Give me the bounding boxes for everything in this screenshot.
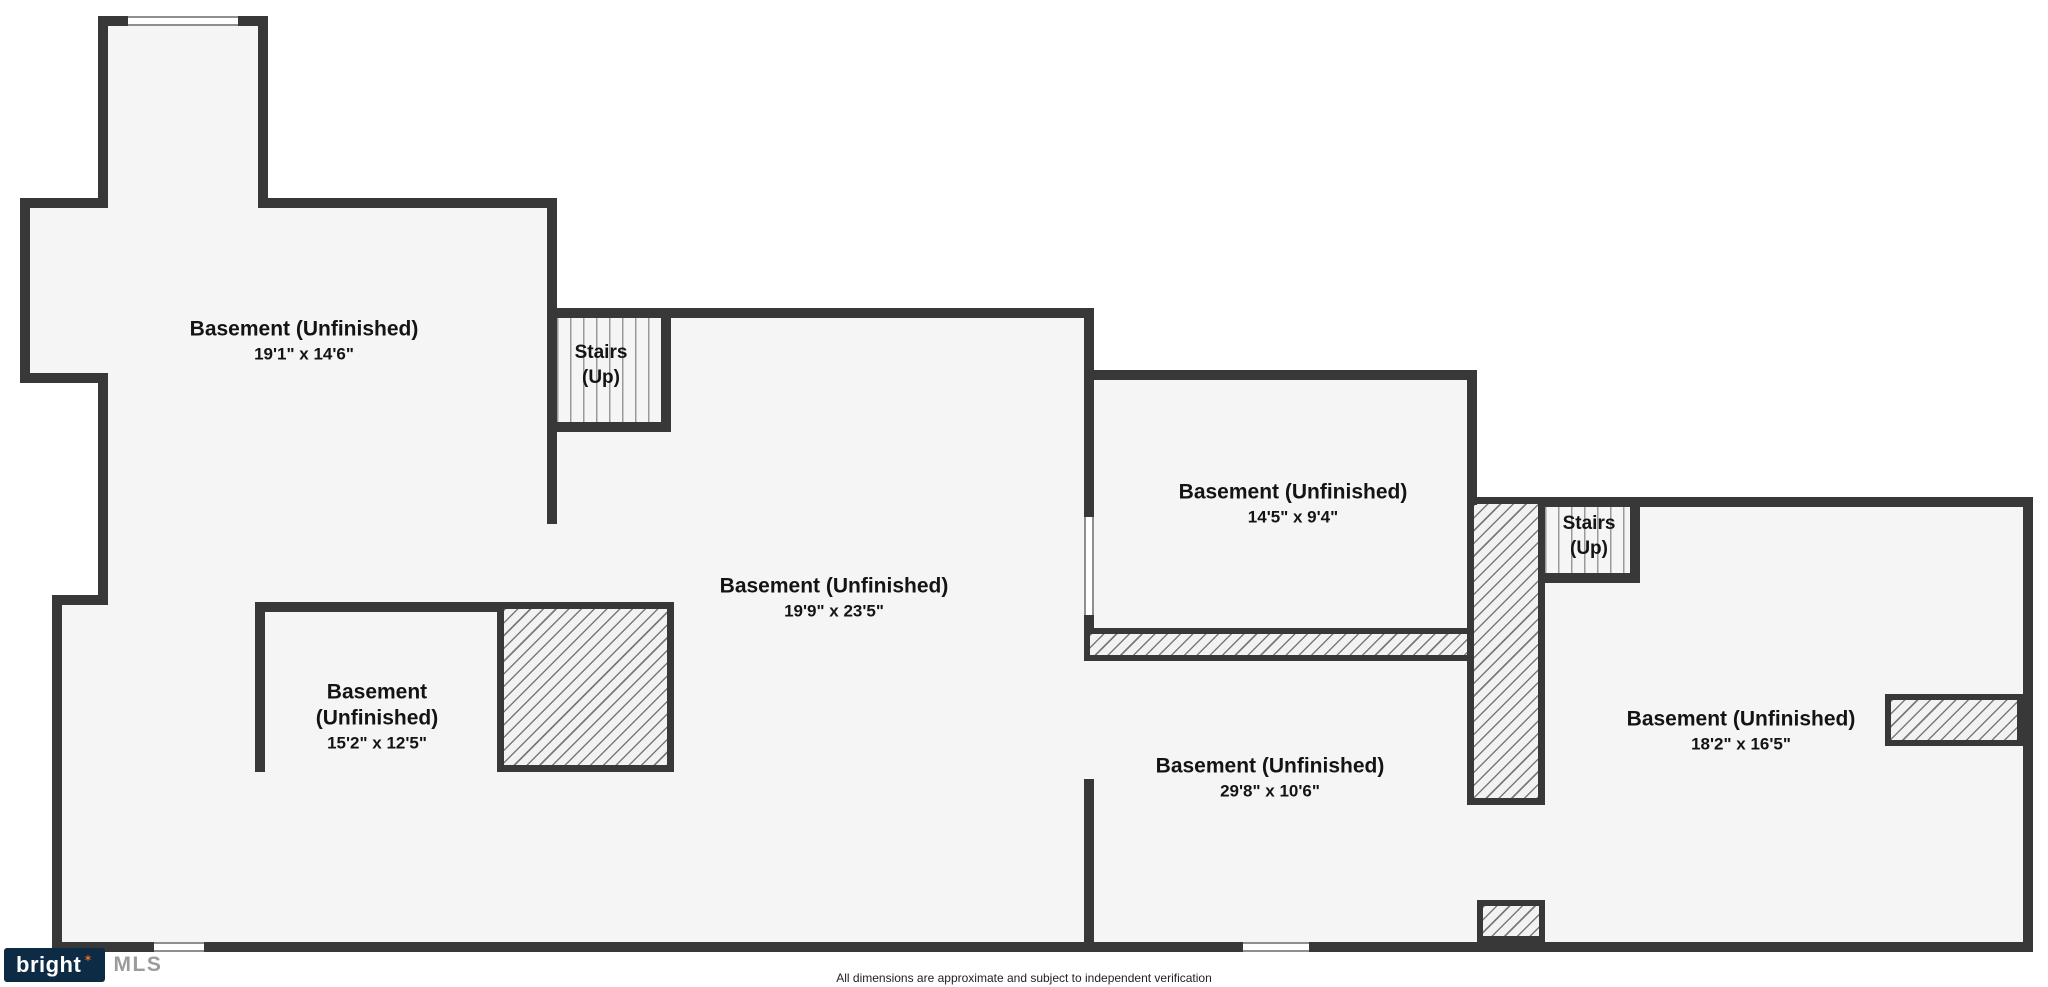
stair-treads-1 <box>557 318 661 422</box>
window <box>1084 517 1094 615</box>
wall-segment <box>1467 370 1477 505</box>
room-dims: 18'2" x 16'5" <box>1691 734 1791 754</box>
wall-segment <box>258 198 557 208</box>
room-dims: 19'1" x 14'6" <box>254 344 354 364</box>
wall-segment-stairs2-bottom <box>1545 573 1640 583</box>
wall-segment <box>547 308 1094 318</box>
room-floor-tower <box>98 16 268 208</box>
wall-segment <box>255 602 497 612</box>
wall-segment-stairs1-right <box>661 308 671 422</box>
window <box>154 942 204 952</box>
room-name-line2: (Unfinished) <box>315 706 439 730</box>
room-name: Basement (Unfinished) <box>1626 707 1856 731</box>
wall-segment-bottom <box>52 942 2033 952</box>
wall-segment <box>1084 779 1094 952</box>
logo-mls-text: MLS <box>113 953 163 976</box>
brightmls-logo: bright ✶ MLS <box>4 948 162 982</box>
wall-segment <box>255 602 265 772</box>
wall-segment <box>238 16 268 26</box>
room-name: Basement (Unfinished) <box>1178 480 1408 504</box>
wall-segment-stairs1-bottom <box>547 422 671 432</box>
wall-segment-stairs2-right <box>1630 497 1640 583</box>
room-floor-upper-left <box>20 198 547 378</box>
stairs-text: Stairs <box>574 342 628 363</box>
room-label-center: Basement (Unfinished) 19'9" x 23'5" <box>720 574 949 623</box>
stairs-direction: (Up) <box>582 367 620 388</box>
wall-segment <box>98 16 128 26</box>
wall-segment <box>1084 308 1094 628</box>
room-label-lower-left: Basement (Unfinished) 15'2" x 12'5" <box>316 680 438 755</box>
room-label-right: Basement (Unfinished) 18'2" x 16'5" <box>1627 707 1856 756</box>
stairs-label-1: Stairs (Up) <box>575 340 628 390</box>
chimney-hatch <box>1885 694 2023 746</box>
room-label-upper-right: Basement (Unfinished) 14'5" x 9'4" <box>1179 480 1408 529</box>
disclaimer-text: All dimensions are approximate and subje… <box>836 971 1212 985</box>
hatched-block-bottom <box>1477 900 1545 942</box>
wall-segment <box>98 373 108 605</box>
stairs-text: Stairs <box>1562 513 1616 534</box>
room-floor-lower-left <box>52 595 547 942</box>
room-label-lower-middle: Basement (Unfinished) 29'8" x 10'6" <box>1156 754 1385 803</box>
room-label-upper-left: Basement (Unfinished) 19'1" x 14'6" <box>190 317 419 366</box>
wall-segment <box>20 198 108 208</box>
stairs-direction: (Up) <box>1570 538 1608 559</box>
wall-segment <box>52 595 62 952</box>
stair-treads-2 <box>1545 507 1630 573</box>
hatched-block-lower-left <box>497 602 674 772</box>
room-name-line1: Basement <box>326 680 428 704</box>
wall-segment <box>20 373 108 383</box>
room-dims: 19'9" x 23'5" <box>784 601 884 621</box>
room-floor-mid-left <box>98 373 547 603</box>
support-column-hatch <box>1467 497 1545 805</box>
room-dims: 15'2" x 12'5" <box>327 733 427 753</box>
room-dims: 14'5" x 9'4" <box>1247 507 1339 527</box>
logo-box: bright ✶ <box>4 948 105 982</box>
logo-brand-text: bright <box>16 952 82 977</box>
window <box>1243 942 1309 952</box>
room-name: Basement (Unfinished) <box>189 317 419 341</box>
wall-segment <box>1545 497 2033 507</box>
wall-segment <box>547 198 557 524</box>
wall-segment <box>1084 370 1477 380</box>
room-name: Basement (Unfinished) <box>1155 754 1385 778</box>
stairs-label-2: Stairs (Up) <box>1563 511 1616 561</box>
room-dims: 29'8" x 10'6" <box>1220 781 1320 801</box>
support-beam-hatch <box>1084 628 1477 661</box>
wall-segment <box>258 16 268 208</box>
room-name: Basement (Unfinished) <box>719 574 949 598</box>
window <box>128 16 238 26</box>
logo-spark-icon: ✶ <box>83 952 93 965</box>
wall-segment <box>52 595 108 605</box>
wall-segment <box>2023 497 2033 952</box>
wall-segment <box>98 16 108 208</box>
wall-segment <box>20 198 30 383</box>
room-floor-upper-right <box>1084 370 1477 628</box>
